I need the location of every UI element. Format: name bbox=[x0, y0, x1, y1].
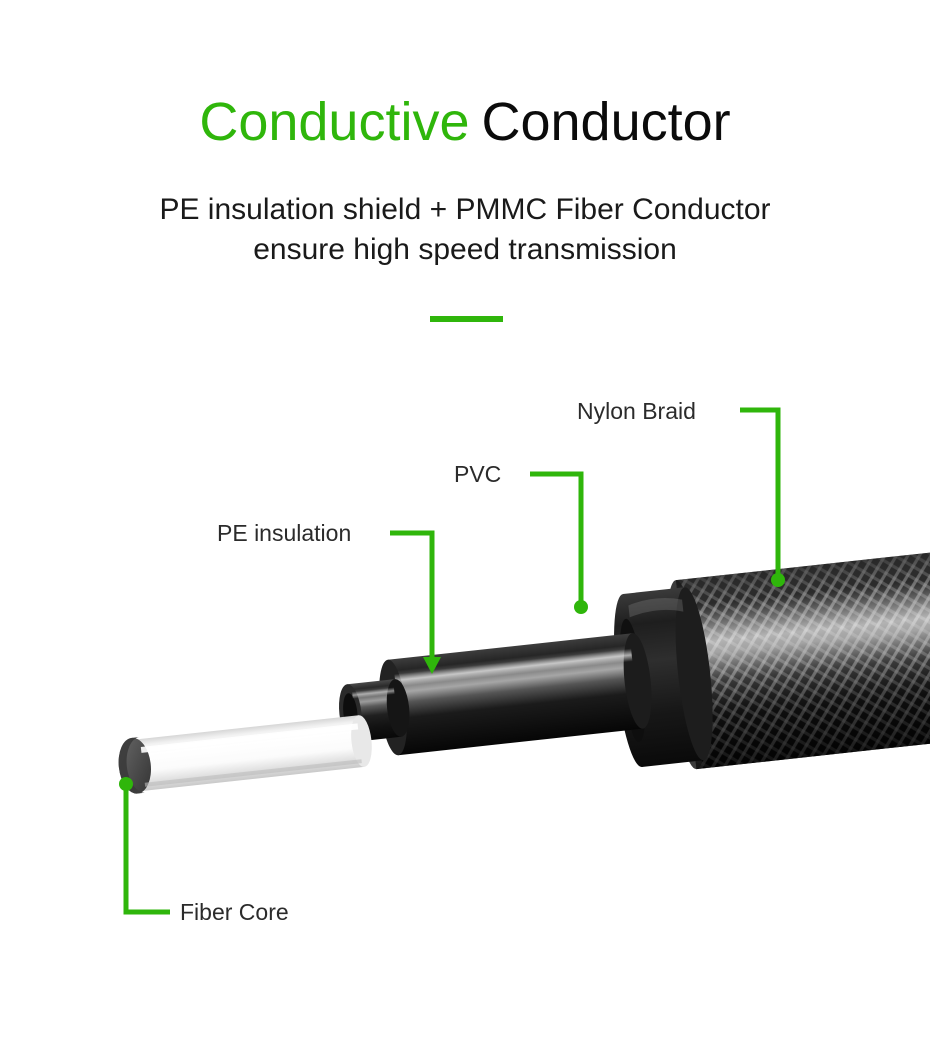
subtitle-line-1: PE insulation shield + PMMC Fiber Conduc… bbox=[159, 193, 771, 226]
callout-label-pvc: PVC bbox=[454, 461, 502, 487]
title-dark-word: Conductor bbox=[481, 92, 731, 152]
green-divider-bar bbox=[430, 316, 503, 322]
subtitle-line-2: ensure high speed transmission bbox=[253, 233, 677, 266]
cable-segment-pe-insulation bbox=[379, 633, 652, 756]
page-subtitle: PE insulation shield + PMMC Fiber Conduc… bbox=[0, 190, 930, 270]
callout-label-nylon-braid: Nylon Braid bbox=[577, 398, 696, 424]
cable-body-group bbox=[118, 548, 930, 794]
title-green-word: Conductive bbox=[199, 92, 470, 152]
cable-segment-fiber-core bbox=[118, 715, 372, 794]
callout-label-pe-insulation: PE insulation bbox=[217, 520, 352, 546]
callout-label-fiber-core: Fiber Core bbox=[180, 899, 289, 925]
